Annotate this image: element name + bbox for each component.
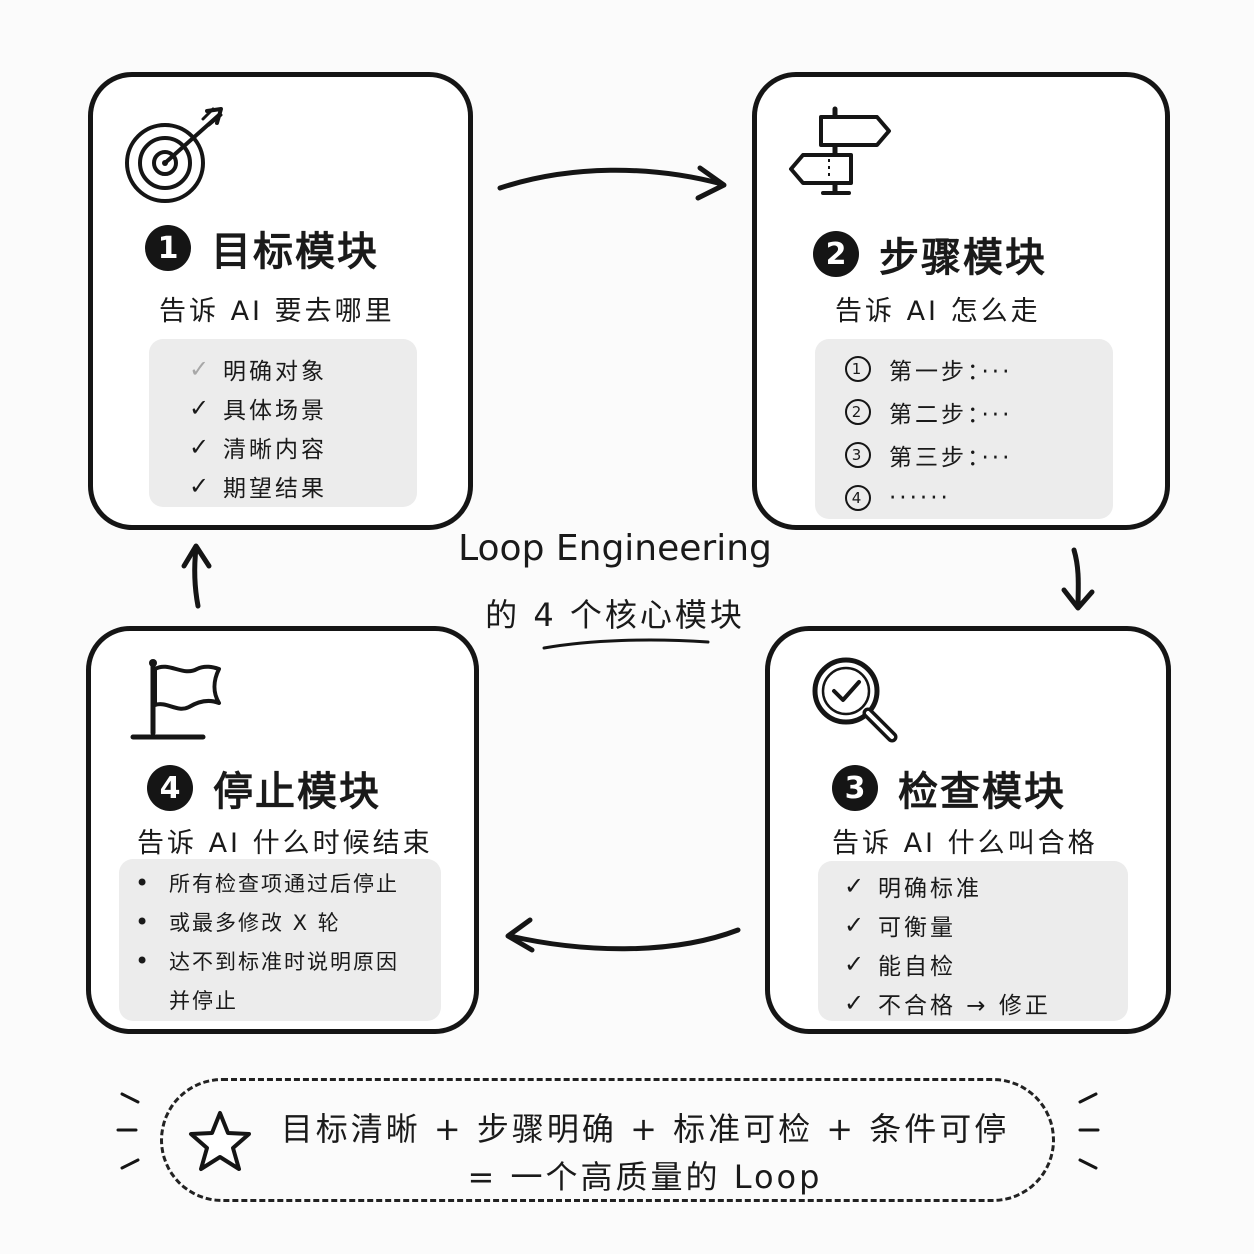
step-number-marker: 3 <box>845 441 871 468</box>
check-module-header: 3 检查模块 <box>832 759 1078 819</box>
list-item-label: 具体场景 <box>223 397 327 424</box>
check-icon: ✓ <box>844 988 868 1017</box>
module-subtitle: 告诉 AI 什么叫合格 <box>832 828 1098 859</box>
bullet-icon: • <box>135 868 152 897</box>
list-item-label: 或最多修改 X 轮 <box>169 910 341 935</box>
footer-formula-line-1: 目标清晰 + 步骤明确 + 标准可检 + 条件可停 <box>280 1110 1010 1148</box>
list-item-label: 清晰内容 <box>223 436 327 463</box>
check-icon: ✓ <box>189 393 213 422</box>
center-title: Loop Engineering <box>458 528 772 569</box>
module-title: 步骤模块 <box>873 225 1059 285</box>
center-underline <box>542 638 710 650</box>
footer-sparkle-right <box>1078 1092 1100 1170</box>
arrow-stop-to-goal <box>181 543 212 609</box>
footer-summary-box <box>160 1078 1055 1202</box>
list-item-label: 达不到标准时说明原因 <box>169 949 399 974</box>
list-item: • 达不到标准时说明原因 <box>135 941 441 980</box>
goal-module-header: 1 目标模块 <box>145 219 391 279</box>
module-number-badge: 3 <box>832 765 878 811</box>
list-item-label: 所有检查项通过后停止 <box>169 871 399 896</box>
list-item: 3 第三步：··· <box>845 433 1113 476</box>
arrow-check-to-stop <box>505 917 741 953</box>
magnifier-check-icon <box>812 657 898 743</box>
step-number-marker: 2 <box>845 398 871 425</box>
list-item: 1 第一步：··· <box>845 347 1113 390</box>
list-item: ✓ 明确标准 <box>844 866 1128 905</box>
list-item-label: 并停止 <box>169 988 238 1013</box>
steps-module-header: 2 步骤模块 <box>813 225 1059 285</box>
list-item-label: 能自检 <box>878 953 956 980</box>
check-icon: ✓ <box>189 432 213 461</box>
check-icon: ✓ <box>189 354 213 383</box>
center-subtitle: 的 4 个核心模块 <box>485 596 745 634</box>
list-item: ✓ 明确对象 <box>189 349 417 388</box>
list-item-label: 第二步：··· <box>889 401 1013 428</box>
list-item-label: 第三步：··· <box>889 444 1013 471</box>
bullet-icon: • <box>135 946 152 975</box>
module-number-badge: 1 <box>145 225 191 271</box>
list-item: 4 ······ <box>845 476 1113 519</box>
steps-module-card: 2 步骤模块 告诉 AI 怎么走 1 第一步：··· 2 第二步：··· 3 第… <box>752 72 1170 530</box>
list-item-label: 明确标准 <box>878 875 982 902</box>
check-module-card: 3 检查模块 告诉 AI 什么叫合格 ✓ 明确标准 ✓ 可衡量 ✓ 能自检 ✓ … <box>765 626 1171 1034</box>
list-item: 2 第二步：··· <box>845 390 1113 433</box>
check-icon: ✓ <box>844 949 868 978</box>
target-icon <box>125 107 223 203</box>
goal-module-card: 1 目标模块 告诉 AI 要去哪里 ✓ 明确对象 ✓ 具体场景 ✓ 清晰内容 ✓… <box>88 72 473 530</box>
module-subtitle: 告诉 AI 什么时候结束 <box>137 828 433 859</box>
list-item: • 或最多修改 X 轮 <box>135 902 441 941</box>
list-item: ✓ 不合格 → 修正 <box>844 983 1128 1022</box>
list-item-label: ······ <box>889 484 951 511</box>
star-icon <box>189 1111 251 1171</box>
steps-list: 1 第一步：··· 2 第二步：··· 3 第三步：··· 4 ······ <box>815 339 1113 519</box>
flag-icon <box>130 659 221 740</box>
list-item-label: 不合格 → 修正 <box>878 992 1051 1019</box>
bullet-icon: • <box>135 907 152 936</box>
module-subtitle: 告诉 AI 要去哪里 <box>159 296 395 327</box>
list-item-label: 期望结果 <box>223 475 327 502</box>
stop-module-card: 4 停止模块 告诉 AI 什么时候结束 • 所有检查项通过后停止 • 或最多修改… <box>86 626 479 1034</box>
check-checklist: ✓ 明确标准 ✓ 可衡量 ✓ 能自检 ✓ 不合格 → 修正 <box>818 861 1128 1021</box>
step-number-marker: 4 <box>845 484 871 511</box>
list-item: ✓ 清晰内容 <box>189 427 417 466</box>
stop-module-header: 4 停止模块 <box>147 759 393 819</box>
module-number-badge: 2 <box>813 231 859 277</box>
stop-conditions-list: • 所有检查项通过后停止 • 或最多修改 X 轮 • 达不到标准时说明原因 并停… <box>119 859 441 1021</box>
list-item: ✓ 可衡量 <box>844 905 1128 944</box>
footer-sparkle-left <box>116 1092 140 1170</box>
list-item-label: 明确对象 <box>223 358 327 385</box>
check-icon: ✓ <box>189 471 213 500</box>
module-title: 目标模块 <box>205 219 391 279</box>
list-item: ✓ 期望结果 <box>189 466 417 505</box>
list-item-continuation: 并停止 <box>135 980 441 1019</box>
check-icon: ✓ <box>844 871 868 900</box>
list-item-label: 第一步：··· <box>889 358 1013 385</box>
arrow-goal-to-steps <box>497 165 727 201</box>
list-item: ✓ 能自检 <box>844 944 1128 983</box>
module-title: 检查模块 <box>892 759 1078 819</box>
module-title: 停止模块 <box>207 759 393 819</box>
module-subtitle: 告诉 AI 怎么走 <box>835 296 1041 327</box>
list-item: • 所有检查项通过后停止 <box>135 863 441 902</box>
footer-formula-line-2: = 一个高质量的 Loop <box>467 1158 823 1196</box>
arrow-steps-to-check <box>1061 547 1095 611</box>
goal-checklist: ✓ 明确对象 ✓ 具体场景 ✓ 清晰内容 ✓ 期望结果 <box>149 339 417 507</box>
list-item-label: 可衡量 <box>878 914 956 941</box>
step-number-marker: 1 <box>845 355 871 382</box>
check-icon: ✓ <box>844 910 868 939</box>
list-item: ✓ 具体场景 <box>189 388 417 427</box>
module-number-badge: 4 <box>147 765 193 811</box>
signpost-icon <box>789 106 891 195</box>
